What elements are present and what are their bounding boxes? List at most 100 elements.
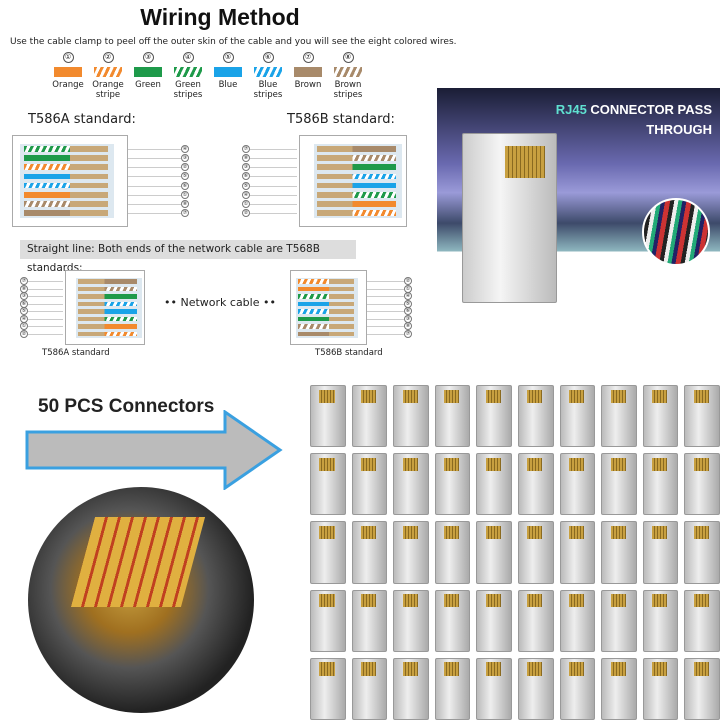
- wire-lead-line: [367, 318, 404, 320]
- color-swatch: ③ Green: [128, 52, 168, 90]
- wire: [78, 316, 137, 321]
- connector-item: [310, 657, 346, 720]
- pin-number-label: ⑦: [181, 209, 189, 218]
- connector-item: [393, 453, 429, 516]
- bottom-left-caption: T586A standard: [42, 348, 110, 358]
- connector-item: [684, 453, 720, 516]
- wire: [78, 331, 137, 336]
- wire-lead-line: [127, 158, 181, 159]
- pin-number-label: ②: [181, 163, 189, 172]
- wire-color-bar: [294, 67, 322, 77]
- wire: [23, 201, 108, 207]
- connector-item: [434, 521, 471, 584]
- connector-item: [476, 521, 512, 584]
- pcs-count-label: 50 PCS Connectors: [38, 396, 215, 417]
- connector-item: [517, 657, 554, 720]
- wire-color-label: Green: [135, 80, 161, 90]
- wire: [23, 155, 108, 161]
- wire: [297, 324, 354, 329]
- pin-number-label: ⑤: [181, 172, 189, 181]
- connector-item: [684, 589, 720, 652]
- connector-item: [517, 589, 554, 652]
- connector-item: [642, 521, 679, 584]
- pin-number-label: ⑤: [242, 181, 250, 190]
- connector-item: [393, 521, 429, 584]
- connector-item: [434, 657, 471, 720]
- wire-lead-line: [127, 185, 181, 187]
- wire-lead-line: [367, 303, 404, 305]
- photo-title: RJ45 CONNECTOR PASS THROUGH: [555, 102, 712, 137]
- wire-number: ①: [62, 52, 74, 63]
- pin-number-label: ④: [181, 144, 189, 153]
- pin-number-label: ③: [242, 163, 250, 172]
- connector-item: [310, 385, 346, 448]
- wire-color-label: Brown stripes: [333, 80, 363, 100]
- wire-lead-line: [28, 326, 63, 328]
- connector-item: [310, 521, 346, 584]
- wire: [23, 182, 108, 189]
- wire: [297, 316, 354, 321]
- wire: [78, 286, 137, 291]
- pin-number-label: ②: [20, 329, 28, 338]
- connector-item: [559, 453, 596, 516]
- wire-number: ②: [102, 52, 114, 63]
- connector-item: [310, 453, 346, 516]
- wire: [297, 301, 354, 306]
- wire-lead-line: [250, 213, 297, 215]
- wire-number: ⑧: [342, 52, 354, 63]
- wire: [297, 294, 354, 299]
- wire-number: ③: [142, 52, 154, 63]
- wire-lead-line: [127, 204, 181, 205]
- wire-lead-line: [367, 296, 404, 298]
- wire-lead-line: [127, 213, 181, 215]
- wire-lead-line: [28, 303, 63, 305]
- wire: [78, 301, 137, 306]
- wire-lead-line: [127, 148, 181, 150]
- straight-line-note: Straight line: Both ends of the network …: [20, 240, 356, 274]
- pin-number-label: ⑥: [181, 181, 189, 190]
- connector-item: [351, 385, 388, 448]
- wire-lead-line: [250, 185, 297, 187]
- wire-color-label: Orange stripe: [92, 80, 124, 100]
- connector-item: [601, 385, 637, 448]
- wire-color-bar: [94, 67, 122, 77]
- connector-item: [642, 589, 679, 652]
- pin-number-label: ②: [242, 209, 250, 218]
- connector-item: [434, 453, 471, 516]
- wire-color-bar: [54, 67, 82, 77]
- wire: [317, 173, 397, 180]
- wire-lead-line: [28, 333, 63, 335]
- connector-item: [601, 453, 637, 516]
- connector-item: [351, 657, 388, 720]
- connector-item: [642, 385, 679, 448]
- pin-number-label: ①: [242, 200, 250, 208]
- wire: [23, 192, 108, 198]
- wire: [23, 210, 108, 216]
- connector-item: [642, 657, 679, 720]
- network-cable-label: •• Network cable ••: [164, 296, 276, 309]
- wire: [23, 146, 108, 152]
- connector-item: [476, 589, 512, 652]
- wire-lead-line: [367, 326, 404, 328]
- wire-lead-line: [367, 288, 404, 290]
- color-swatch: ② Orange stripe: [88, 52, 128, 100]
- wire-color-bar: [214, 67, 242, 77]
- wire-lead-line: [127, 194, 181, 196]
- wire: [317, 192, 397, 198]
- connector-item: [642, 453, 679, 516]
- connector-item: [559, 521, 596, 584]
- wire: [297, 331, 354, 336]
- connector-item: [476, 657, 512, 720]
- connector-item: [684, 657, 720, 720]
- t568a-heading: T586A standard:: [28, 112, 136, 127]
- wire: [297, 279, 354, 284]
- pin-number-label: ⑦: [242, 144, 250, 153]
- wire-color-label: Orange: [52, 80, 84, 90]
- connector-item: [517, 385, 554, 448]
- wire-number: ⑥: [262, 52, 274, 63]
- wire-number: ④: [182, 52, 194, 63]
- wire-lead-line: [250, 204, 297, 205]
- connector-item: [559, 657, 596, 720]
- pin-number-label: ⑧: [242, 154, 250, 162]
